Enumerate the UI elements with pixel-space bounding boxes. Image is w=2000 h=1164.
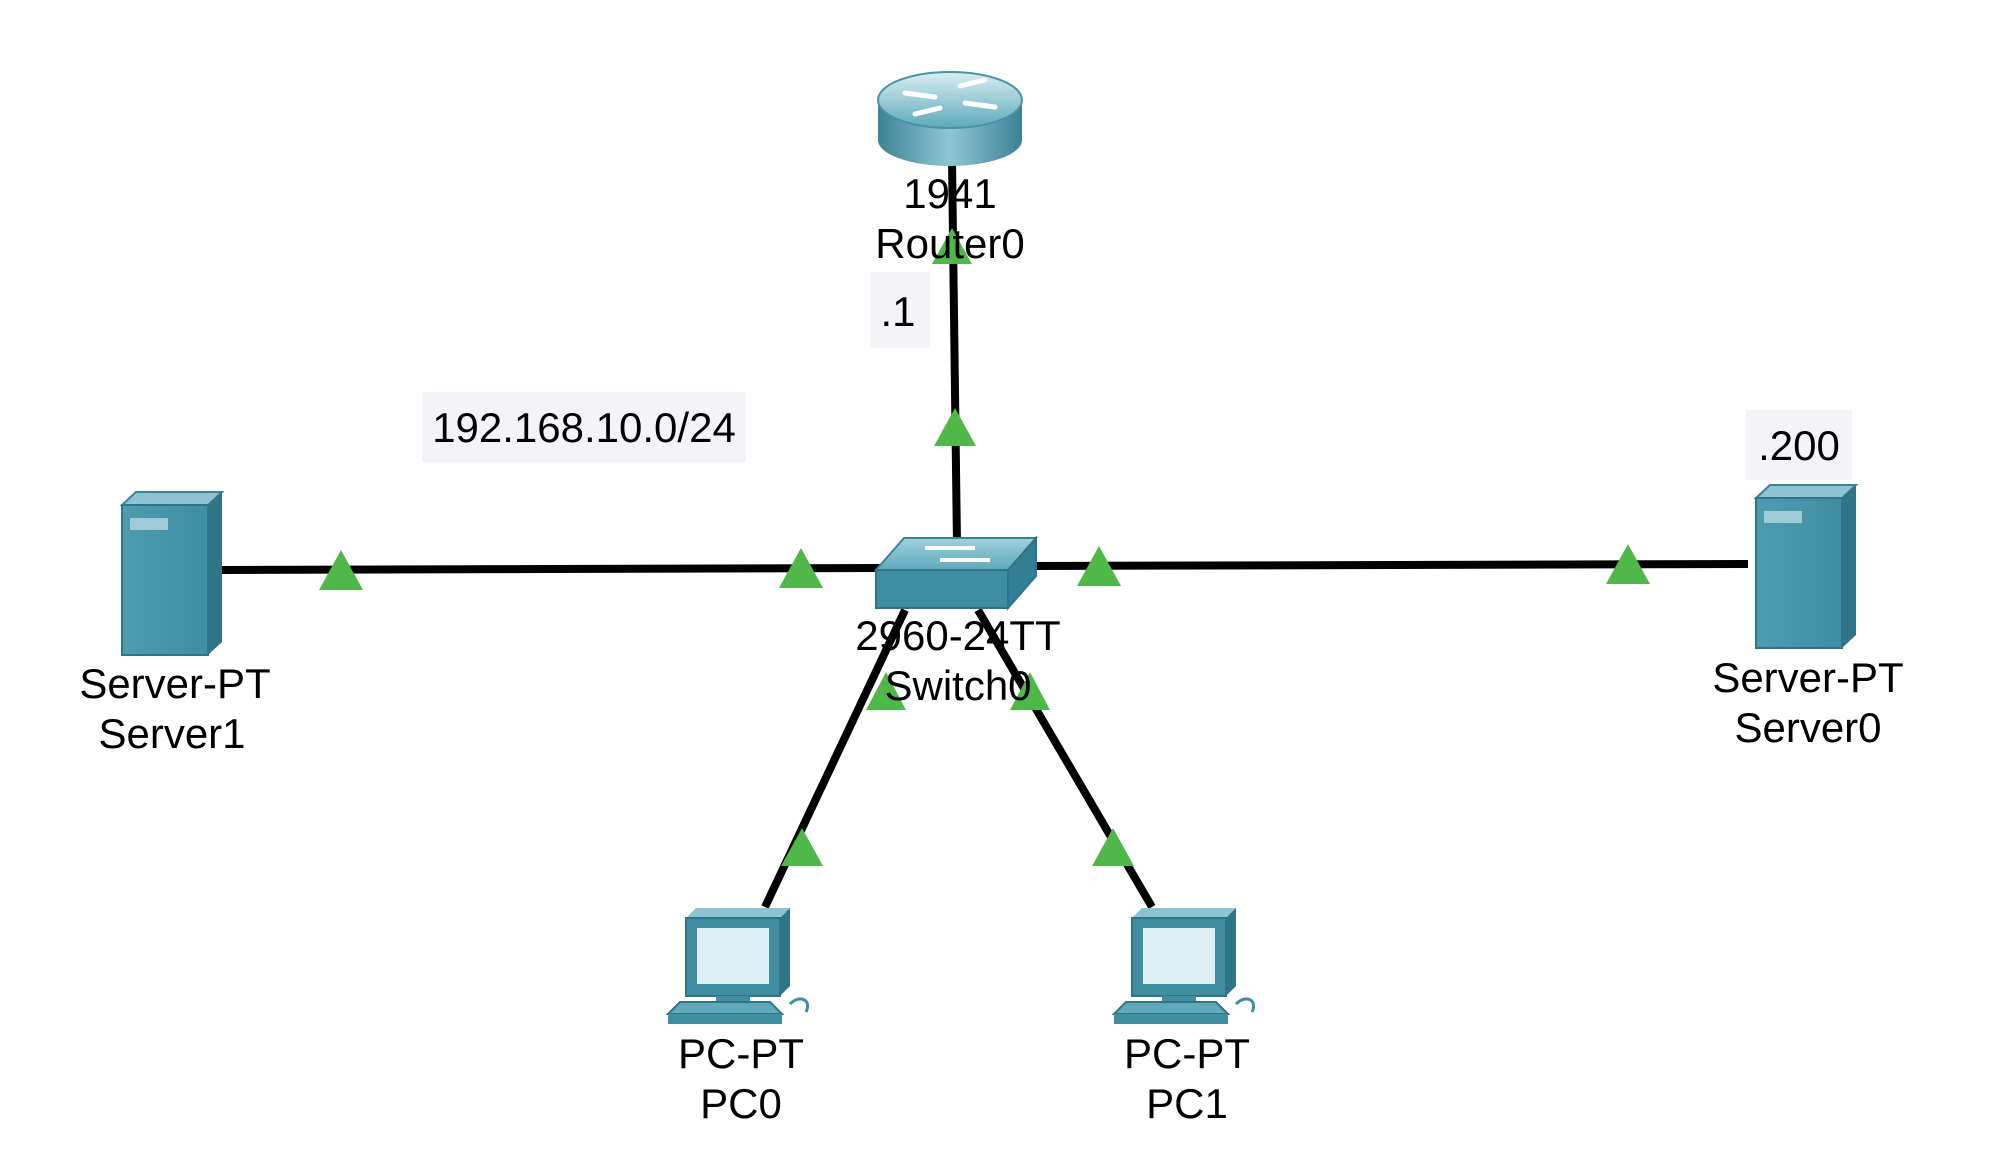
switch0-model-label: 2960-24TT <box>855 612 1060 659</box>
port-up-indicator-pc0 <box>781 828 823 866</box>
port-up-indicator-switch0-right <box>1077 546 1121 586</box>
router0[interactable]: 1941 Router0 <box>875 71 1025 267</box>
link-switch0-server0[interactable] <box>1029 560 1749 570</box>
switch0-name-label: Switch0 <box>884 662 1031 709</box>
pc1-model-label: PC-PT <box>1124 1030 1250 1077</box>
link-server1-switch0[interactable] <box>221 564 881 574</box>
pc0[interactable]: PC-PT PC0 <box>665 908 809 1127</box>
note-network-address[interactable]: 192.168.10.0/24 <box>422 392 746 462</box>
port-up-indicator-server1 <box>319 550 363 590</box>
pc-icon <box>1111 908 1255 1024</box>
link-router0-switch0[interactable] <box>948 159 961 546</box>
server0[interactable]: Server-PT Server0 <box>1712 484 1904 751</box>
pc1[interactable]: PC-PT PC1 <box>1111 908 1255 1127</box>
note-server0-ip-text: .200 <box>1758 422 1840 469</box>
pc0-name-label: PC0 <box>700 1080 782 1127</box>
server-icon <box>1753 484 1859 649</box>
pc1-name-label: PC1 <box>1146 1080 1228 1127</box>
server1-model-label: Server-PT <box>79 660 270 707</box>
port-up-indicator-router0 <box>932 228 972 264</box>
server1[interactable]: Server-PT Server1 <box>79 491 271 757</box>
pc0-model-label: PC-PT <box>678 1030 804 1077</box>
port-indicators <box>319 228 1650 866</box>
router-icon <box>877 71 1023 166</box>
links <box>221 159 1749 910</box>
port-up-indicator-switch0-uplink <box>934 408 976 446</box>
port-up-indicator-switch0-pc0 <box>866 672 906 710</box>
port-up-indicator-switch0-left <box>779 548 823 588</box>
note-network-address-text: 192.168.10.0/24 <box>432 404 736 451</box>
router0-model-label: 1941 <box>903 170 996 217</box>
switch-icon <box>873 535 1039 611</box>
note-router-ip[interactable]: .1 <box>870 272 930 348</box>
router0-name-label: Router0 <box>875 220 1024 267</box>
server1-name-label: Server1 <box>98 710 245 757</box>
note-server0-ip[interactable]: .200 <box>1746 410 1852 480</box>
port-up-indicator-pc1 <box>1092 828 1134 866</box>
note-router-ip-text: .1 <box>880 288 915 335</box>
port-up-indicator-switch0-pc1 <box>1010 672 1050 710</box>
pc-icon <box>665 908 809 1024</box>
server-icon <box>119 491 225 656</box>
server0-name-label: Server0 <box>1734 704 1881 751</box>
port-up-indicator-server0 <box>1606 544 1650 584</box>
server0-model-label: Server-PT <box>1712 654 1903 701</box>
switch0[interactable]: 2960-24TT Switch0 <box>855 535 1061 709</box>
